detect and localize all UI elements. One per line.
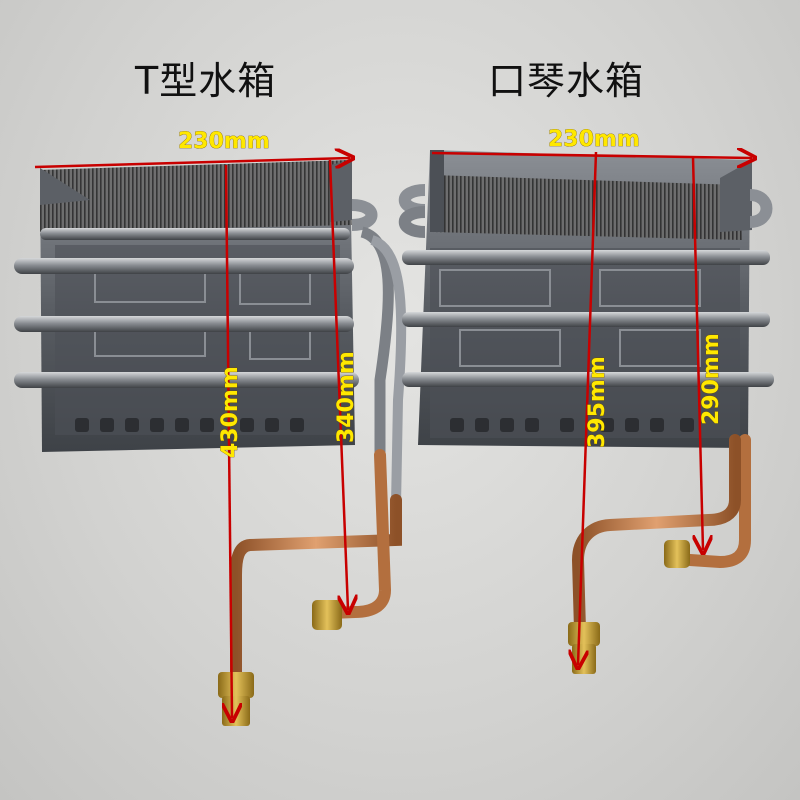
left-height-outlet-label: 340mm — [334, 351, 359, 443]
brass-fitting-right-outlet — [568, 622, 600, 674]
brass-fitting-left-outlet — [218, 672, 254, 726]
dimension-arrows-right — [431, 152, 752, 665]
right-width-label: 230mm — [548, 127, 640, 152]
t-type-heat-exchanger — [14, 160, 407, 726]
brass-nut-right-inlet — [664, 540, 690, 568]
harmonica-title: 口琴水箱 — [488, 59, 645, 103]
right-height-outlet-label: 290mm — [699, 333, 724, 425]
dimension-arrows-left — [34, 158, 350, 718]
brass-nut-left-inlet — [312, 600, 342, 630]
t-type-title: T型水箱 — [135, 59, 277, 103]
left-height-main-label: 430mm — [218, 366, 243, 458]
left-width-label: 230mm — [178, 129, 270, 154]
right-height-main-label: 395mm — [585, 356, 610, 448]
harmonica-heat-exchanger — [399, 150, 774, 674]
